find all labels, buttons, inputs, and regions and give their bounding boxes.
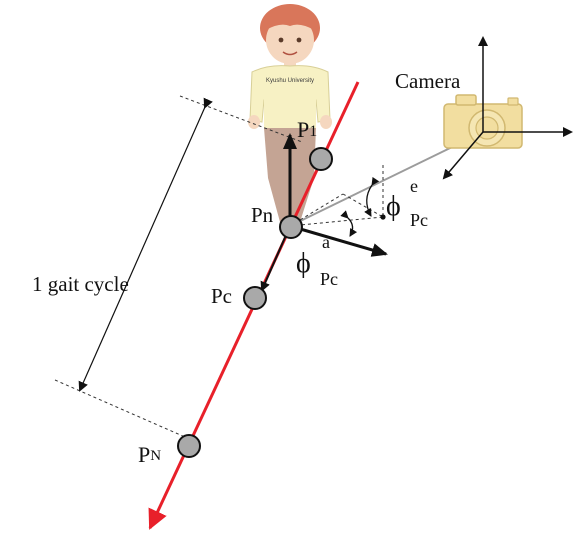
point-pN [177,434,201,458]
elevation-angle-arc [364,176,380,217]
point-p1 [309,147,333,171]
phi-e-symbol: ϕ [386,191,401,222]
camera-axis-depth [442,131,484,180]
person-figure: Kyushu University [248,4,332,228]
phi-e-subscript: Pc [410,210,428,230]
pc-label: Pc [211,284,232,308]
person-shirt [249,65,331,123]
camera-label: Camera [395,69,461,93]
phi-a-subscript: Pc [320,269,338,289]
phi-e-superscript: e [410,176,418,196]
gait-cycle-label: 1 gait cycle [32,272,129,296]
pn-label: Pn [251,203,274,227]
gait-start-dashed-line [179,95,303,143]
phi-a-superscript: a [322,232,330,252]
projection-point [380,214,386,220]
phi-a-symbol: ϕ [296,248,311,279]
pN-label: PN [138,442,161,467]
gait-cycle-arrow [78,97,213,392]
p1-label: P1 [297,117,317,142]
axis-side-arrow [289,224,388,257]
gait-end-dashed-line [54,379,186,438]
point-pn [279,215,303,239]
point-pc [243,286,267,310]
shirt-text: Kyushu University [266,78,314,84]
person-face [266,16,314,64]
azimuth-angle-arc [340,210,358,237]
